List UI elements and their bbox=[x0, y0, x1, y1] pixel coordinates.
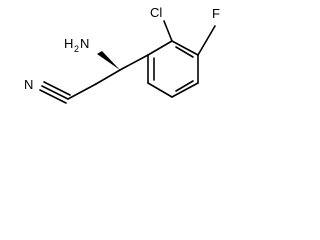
amine-n-label: N bbox=[80, 36, 89, 51]
c-ch2-bond bbox=[67, 83, 97, 100]
ring-bond-1 bbox=[147, 40, 173, 56]
ch2-stereocenter-bond bbox=[95, 69, 121, 85]
c-cl-bond bbox=[163, 20, 173, 42]
fluoro-substituent: F bbox=[197, 6, 220, 56]
nitrile-nitrogen-label: N bbox=[24, 77, 33, 92]
chemical-structure: N H 2 N Cl F bbox=[24, 5, 220, 104]
amine-group: H 2 N bbox=[64, 36, 89, 54]
chlorine-label: Cl bbox=[150, 5, 162, 20]
amine-subscript-label: 2 bbox=[74, 44, 79, 54]
ring-double-bond-2 bbox=[175, 80, 194, 92]
wedge-bond-nh2 bbox=[97, 51, 120, 70]
ring-bond-4 bbox=[171, 82, 199, 98]
ring-bond-5 bbox=[147, 82, 173, 98]
triple-bond-line-1 bbox=[41, 85, 69, 100]
c-f-bond bbox=[197, 25, 216, 56]
nitrile-group: N bbox=[24, 77, 97, 104]
stereocenter-ring-bond bbox=[119, 54, 149, 71]
triple-bond-line-2 bbox=[43, 81, 71, 96]
fluorine-label: F bbox=[212, 6, 220, 21]
chloro-substituent: Cl bbox=[150, 5, 173, 42]
amine-h-label: H bbox=[64, 36, 73, 51]
triple-bond-line-3 bbox=[39, 89, 67, 104]
benzene-ring bbox=[147, 40, 199, 98]
ring-double-bond-1 bbox=[175, 46, 194, 58]
ring-bond-2 bbox=[171, 40, 199, 56]
